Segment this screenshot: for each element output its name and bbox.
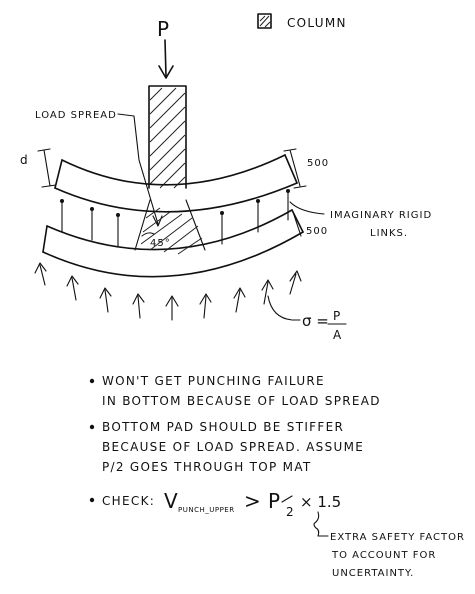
note-1-line-1: WON'T GET PUNCHING FAILURE [102, 374, 325, 388]
rigid-link-joints [60, 189, 290, 217]
load-arrow-shaft [164, 39, 167, 77]
note-1-line-2: IN BOTTOM BECAUSE OF LOAD SPREAD [102, 394, 381, 408]
pressure-denominator: A [333, 328, 343, 342]
check-bullet [89, 497, 95, 503]
thickness-dimension-right-bottom [292, 211, 302, 237]
top-mat-upper-edge [61, 154, 286, 186]
load-arrow-head [158, 65, 174, 79]
column-legend-hatch [259, 15, 271, 28]
check-slash [281, 495, 293, 503]
bottom-mat-upper-edge [46, 209, 293, 251]
load-label-p: P [157, 17, 169, 41]
note-2-line-1: BOTTOM PAD SHOULD BE STIFFER [102, 420, 344, 434]
check-label: CHECK: [102, 494, 155, 508]
safety-factor-line-3: UNCERTAINTY. [332, 568, 414, 579]
load-spread-cone [134, 199, 206, 251]
note-bullet-2 [89, 424, 95, 430]
pressure-sigma: σ = [302, 312, 329, 330]
column-legend-box [257, 13, 272, 29]
angle-arc [141, 232, 155, 237]
thickness-dimension-left [37, 148, 57, 188]
check-over-2: 2 [286, 505, 295, 519]
safety-factor-line-2: TO ACCOUNT FOR [331, 550, 436, 561]
rigid-links [61, 189, 289, 247]
load-spread-hatch [140, 207, 203, 255]
column [148, 85, 187, 189]
check-v: V [164, 489, 178, 513]
column-legend-label: COLUMN [287, 16, 347, 30]
check-greater-than: > [244, 489, 261, 513]
thickness-dimension-right-top [283, 148, 307, 189]
safety-factor-line-1: EXTRA SAFETY FACTOR [330, 532, 465, 543]
load-spread-label: LOAD SPREAD [35, 110, 117, 121]
column-hatch [149, 87, 186, 189]
pressure-numerator: P [333, 309, 342, 323]
rigid-links-label-2: LINKS. [370, 228, 408, 239]
thickness-label-left: d [20, 153, 29, 167]
top-mat-lower-edge [54, 182, 298, 213]
rigid-links-leader [289, 201, 325, 215]
pressure-leader [267, 295, 301, 321]
load-spread-leader [117, 113, 159, 225]
note-2-line-3: P/2 GOES THROUGH TOP MAT [102, 460, 312, 474]
rigid-links-label-1: IMAGINARY RIGID [330, 210, 432, 221]
thickness-label-right-top: 500 [307, 158, 329, 169]
soil-pressure-arrows [34, 262, 302, 321]
spread-angle-label: 45° [150, 238, 171, 249]
safety-factor-brace [313, 511, 329, 537]
check-subscript: PUNCH_UPPER [178, 506, 235, 514]
thickness-label-right-bottom: 500 [306, 226, 328, 237]
check-p: P [268, 489, 280, 513]
top-mat-ends [54, 154, 298, 189]
note-bullet-1 [89, 378, 95, 384]
check-times-factor: × 1.5 [300, 493, 341, 511]
note-2-line-2: BECAUSE OF LOAD SPREAD. ASSUME [102, 440, 364, 454]
bottom-mat-lower-edge [42, 231, 304, 278]
